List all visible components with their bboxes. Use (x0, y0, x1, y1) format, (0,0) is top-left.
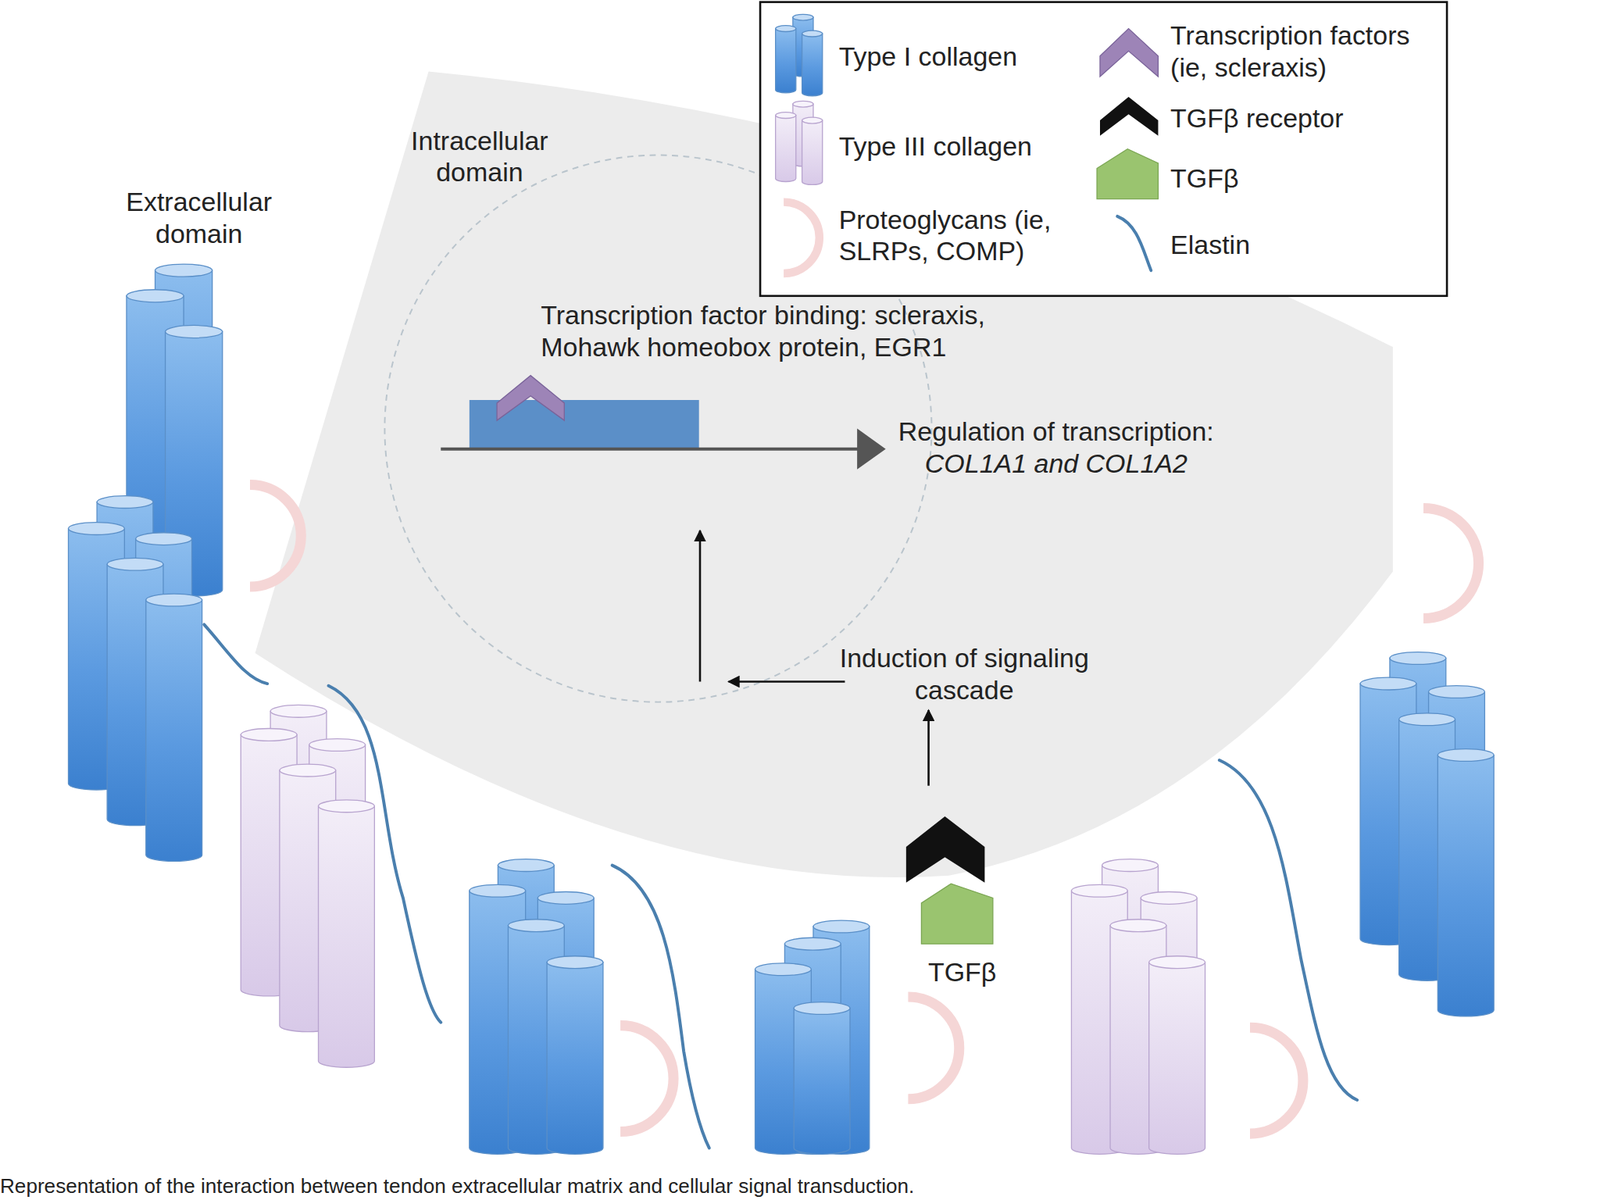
proteoglycan-icon (783, 202, 820, 274)
collagen-fibril (793, 1007, 850, 1154)
collagen-fibril-top (755, 963, 812, 976)
node-heading: Intracellular domain (377, 125, 582, 190)
ligand-symbol (921, 883, 993, 944)
collagen-fibril-top (792, 14, 814, 21)
collagen-fibril-top (546, 956, 604, 969)
collagen-fibril-top (318, 800, 375, 813)
collagen-fibril (1437, 755, 1494, 1017)
collagen-fibril (775, 28, 797, 93)
gene-names: COL1A1 and COL1A2 (877, 447, 1235, 479)
collagen-bundle (1071, 859, 1205, 1155)
transcription-factor-symbol (496, 375, 565, 421)
collagen-fibril-top (279, 764, 336, 777)
legend-text: TGFβ receptor (1170, 103, 1436, 135)
annotation: Induction of signaling cascade (836, 642, 1093, 707)
collagen-fibril-top (775, 25, 797, 33)
ligand-label: TGFβ (910, 957, 1014, 989)
ligand-icon (1096, 149, 1158, 200)
signal-arrow (927, 710, 930, 786)
collagen-fibril (546, 962, 604, 1155)
collagen-bundle (469, 859, 604, 1155)
arrow-head (857, 428, 886, 470)
signal-arrow (699, 530, 702, 682)
legend-text: TGFβ (1170, 163, 1436, 195)
collagen-bundles (68, 264, 1495, 1154)
collagen-fibril-top (775, 112, 797, 119)
collagen-fibril-top (813, 920, 870, 933)
collagen-fibril-top (1360, 677, 1417, 690)
collagen-fibril-top (793, 1002, 850, 1015)
collagen-fibril (802, 33, 823, 97)
legend-box (760, 2, 1447, 297)
collagen-fibril-top (155, 264, 213, 277)
collagen-fibril-top (165, 325, 223, 338)
collagen-fibril-top (135, 532, 193, 546)
collagen-fibril-top (1399, 713, 1456, 726)
elastin-icon (1117, 216, 1151, 271)
collagen-fibril-top (1071, 884, 1128, 897)
receptor-icon (1100, 96, 1158, 136)
collagen-fibril-top (68, 522, 125, 536)
transcription-factor-icon (1100, 28, 1158, 77)
collagen-fibril-top (146, 593, 203, 607)
type-i-icon (775, 14, 823, 96)
collagen-fibril (775, 115, 797, 183)
receptor-symbol (906, 816, 986, 883)
collagen-fibril-top (1110, 919, 1167, 933)
caption: Representation of the interaction betwee… (0, 1173, 1593, 1198)
legend-text: Proteoglycans (ie, SLRPs, COMP) (839, 203, 1095, 268)
collagen-fibril-top (497, 859, 554, 872)
collagen-fibril-top (1389, 652, 1447, 665)
collagen-bundle (240, 704, 375, 1068)
annotation: Transcription factor binding: scleraxis,… (540, 300, 1051, 364)
collagen-fibril-top (802, 117, 823, 124)
collagen-bundle (1360, 652, 1494, 1017)
signal-arrow (728, 680, 846, 683)
collagen-fibril-top (1102, 859, 1159, 872)
collagen-fibril-top (1140, 891, 1197, 904)
legend-text: Type III collagen (839, 130, 1095, 162)
collagen-fibril-top (507, 919, 565, 933)
collagen-fibril-top (1437, 749, 1494, 762)
transcription-arrow (440, 447, 860, 451)
collagen-fibril (318, 806, 375, 1068)
legend-text: Elastin (1170, 229, 1436, 261)
collagen-fibril (1149, 962, 1206, 1155)
collagen-fibril-top (270, 704, 327, 718)
collagen-bundle (755, 920, 870, 1154)
legend-text: Type I collagen (839, 40, 1095, 72)
collagen-fibril-top (1428, 685, 1486, 699)
annotation: Regulation of transcription: (877, 416, 1235, 448)
legend-icons (775, 14, 1159, 274)
collagen-fibril-top (792, 100, 814, 108)
collagen-fibril-top (1149, 956, 1206, 969)
collagen-fibril-top (784, 937, 841, 950)
collagen-bundle (68, 496, 203, 862)
type-iii-icon (775, 100, 823, 185)
collagen-fibril-top (126, 289, 184, 303)
collagen-fibril (802, 120, 823, 185)
region-label: Extracellular domain (96, 186, 301, 250)
collagen-fibril-top (240, 728, 297, 742)
collagen-fibril-top (309, 739, 366, 752)
collagen-fibril-top (537, 891, 594, 904)
collagen-fibril-top (96, 496, 154, 509)
collagen-fibril-top (107, 557, 164, 571)
legend-text: Transcription factors (ie, scleraxis) (1170, 20, 1436, 84)
collagen-fibril-top (802, 30, 823, 37)
collagen-fibril (146, 600, 203, 861)
collagen-fibril-top (469, 884, 526, 897)
